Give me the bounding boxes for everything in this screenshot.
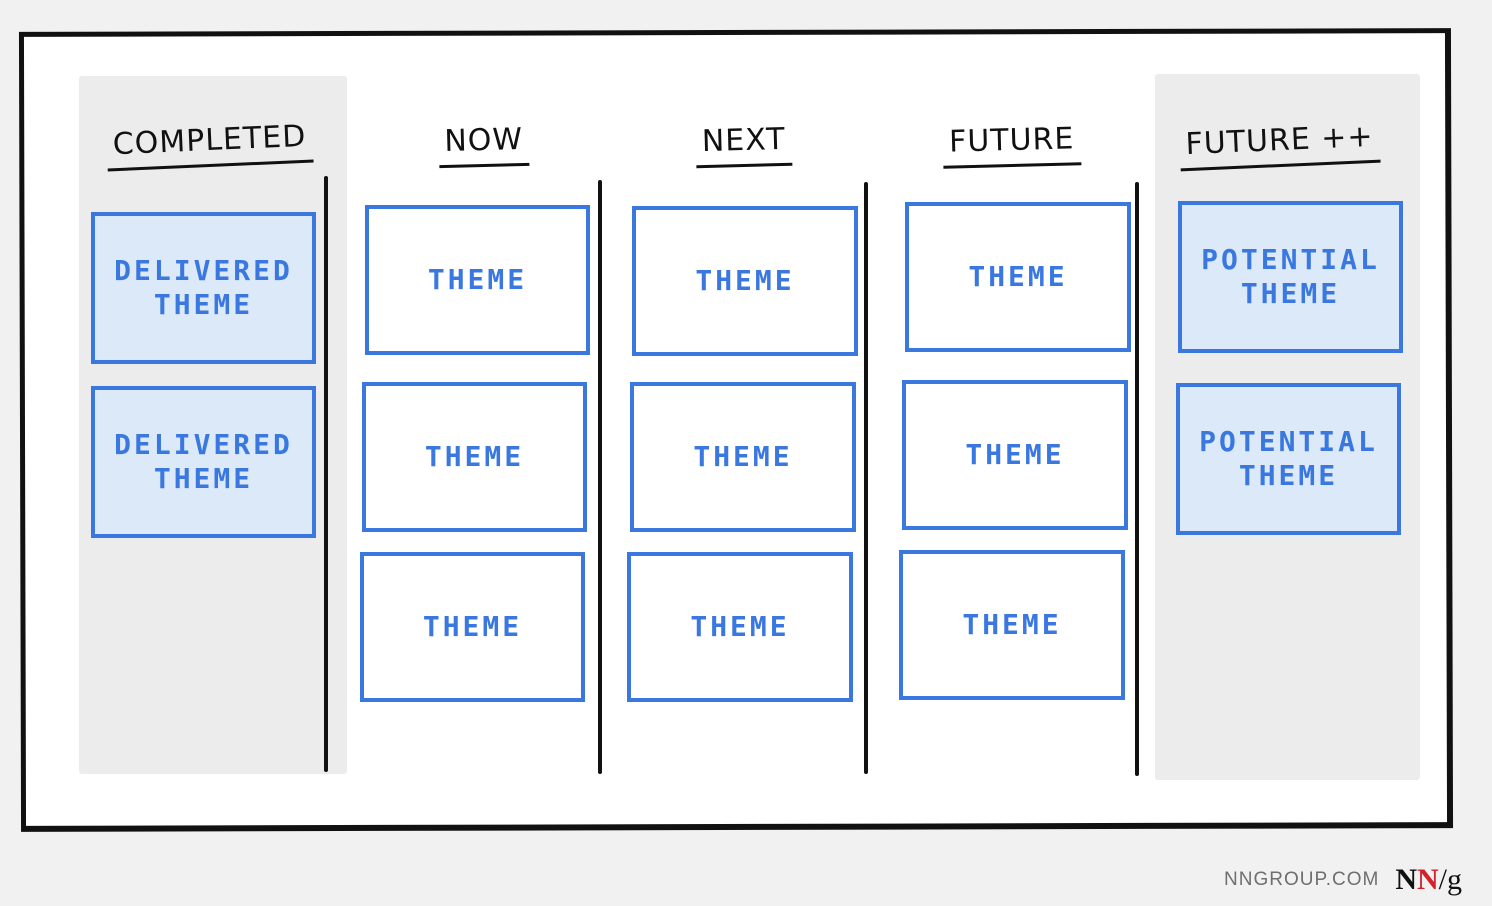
nng-logo-icon: N N /g (1395, 863, 1462, 896)
theme-card: THEME (630, 382, 856, 532)
column-heading-future: FUTURE (911, 121, 1112, 178)
theme-card: THEME (365, 205, 590, 355)
column-heading-completed: COMPLETED (99, 119, 321, 181)
theme-card: THEME (899, 550, 1125, 700)
theme-card: THEME (902, 380, 1128, 530)
column-divider (598, 180, 602, 774)
column-heading-now: NOW (383, 122, 584, 178)
brand-url: NNGROUP.COM (1224, 869, 1380, 890)
potential-theme-card: POTENTIAL THEME (1178, 201, 1403, 353)
theme-card: THEME (627, 552, 853, 702)
column-heading-next: NEXT (643, 122, 844, 178)
column-heading-future-plus: FUTURE ++ (1169, 119, 1391, 181)
theme-card: THEME (362, 382, 587, 532)
column-divider (324, 176, 328, 772)
delivered-theme-card: DELIVERED THEME (91, 212, 316, 364)
theme-card: THEME (632, 206, 858, 356)
theme-card: THEME (360, 552, 585, 702)
footer-branding: NNGROUP.COM N N /g (1224, 862, 1462, 898)
column-divider (1135, 182, 1139, 776)
theme-card: THEME (905, 202, 1131, 352)
potential-theme-card: POTENTIAL THEME (1176, 383, 1401, 535)
column-divider (864, 182, 868, 774)
delivered-theme-card: DELIVERED THEME (91, 386, 316, 538)
